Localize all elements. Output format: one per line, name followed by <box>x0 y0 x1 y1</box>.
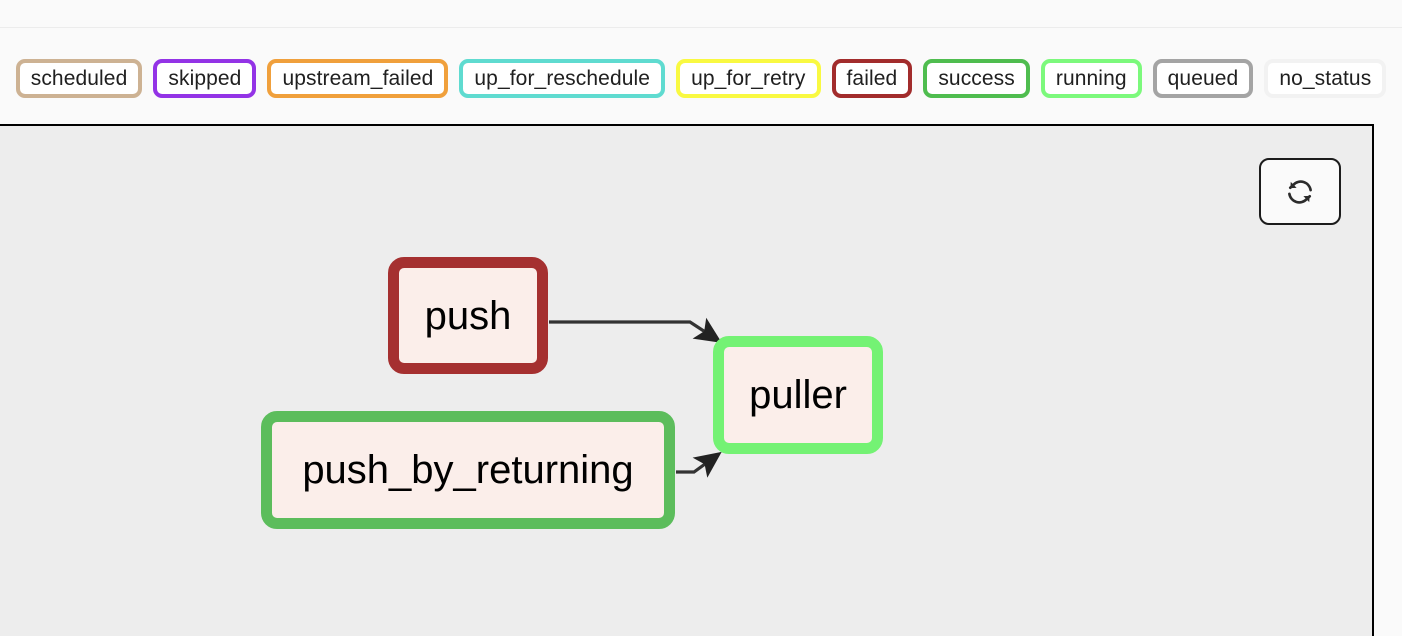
graph-node-puller[interactable]: puller <box>713 336 883 454</box>
graph-node-push-by-returning[interactable]: push_by_returning <box>261 411 675 529</box>
edge-push-by-returning-to-puller <box>676 451 722 478</box>
graph-node-label: puller <box>749 373 847 417</box>
edge-push-to-puller <box>549 317 722 343</box>
legend-badge-no-status[interactable]: no_status <box>1264 58 1387 98</box>
legend-badge-running[interactable]: running <box>1040 58 1142 98</box>
graph-node-push[interactable]: push <box>388 257 548 374</box>
legend-badge-up-for-retry[interactable]: up_for_retry <box>676 58 821 98</box>
graph-canvas[interactable] <box>0 124 1374 636</box>
graph-node-label: push_by_returning <box>302 448 634 492</box>
legend-badge-success[interactable]: success <box>923 58 1030 98</box>
legend-badge-failed[interactable]: failed <box>831 58 913 98</box>
graph-canvas-inner <box>0 126 1372 636</box>
graph-node-label: push <box>424 293 512 338</box>
refresh-button[interactable] <box>1259 158 1341 225</box>
legend-badge-queued[interactable]: queued <box>1152 58 1254 98</box>
graph-edges <box>549 317 722 478</box>
legend-badge-up-for-reschedule[interactable]: up_for_reschedule <box>459 58 666 98</box>
legend-badge-upstream-failed[interactable]: upstream_failed <box>267 58 449 98</box>
refresh-icon <box>1285 177 1315 207</box>
legend-badge-skipped[interactable]: skipped <box>153 58 257 98</box>
header-divider <box>0 27 1402 28</box>
legend-badge-scheduled[interactable]: scheduled <box>15 58 143 98</box>
